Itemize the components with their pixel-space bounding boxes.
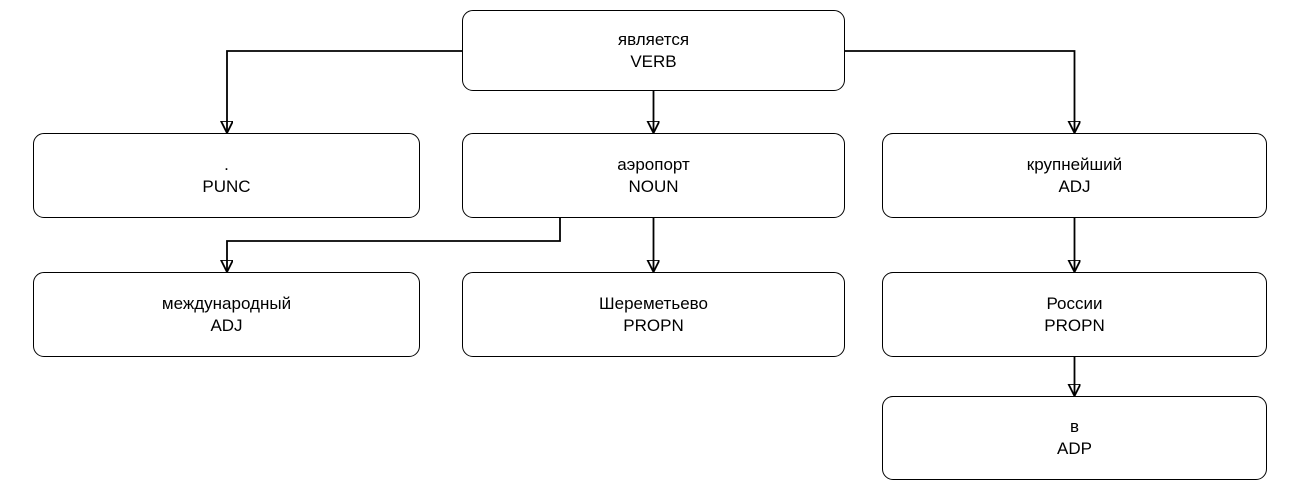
node-word: Шереметьево bbox=[599, 293, 708, 313]
node-word: . bbox=[224, 154, 229, 174]
node-pos-tag: ADJ bbox=[210, 315, 243, 335]
node-pos-tag: VERB bbox=[630, 51, 677, 71]
node-pos-tag: PROPN bbox=[1044, 315, 1105, 335]
node-propn-rossii: России PROPN bbox=[882, 272, 1267, 357]
node-pos-tag: ADJ bbox=[1058, 176, 1091, 196]
edge-verb-to-punc bbox=[227, 50, 462, 131]
node-verb-yavlyaetsya: является VERB bbox=[462, 10, 845, 91]
node-pos-tag: PROPN bbox=[623, 315, 684, 335]
node-pos-tag: ADP bbox=[1057, 439, 1092, 458]
edge-verb-to-adj bbox=[845, 50, 1075, 131]
node-adj-mezhdunarodny: международный ADJ bbox=[33, 272, 420, 357]
node-punc-period: . PUNC bbox=[33, 133, 420, 218]
node-pos-tag: PUNC bbox=[202, 176, 251, 196]
node-pos-tag: NOUN bbox=[628, 176, 679, 196]
node-word: крупнейший bbox=[1026, 154, 1123, 174]
node-word: международный bbox=[161, 293, 292, 313]
edge-noun-to-adj bbox=[227, 218, 561, 270]
node-word: России bbox=[1046, 293, 1103, 313]
node-word: является bbox=[617, 29, 690, 49]
node-adp-v: в ADP bbox=[882, 396, 1267, 480]
node-word: в bbox=[1069, 417, 1080, 436]
node-word: аэропорт bbox=[617, 154, 690, 174]
node-propn-sheremetyevo: Шереметьево PROPN bbox=[462, 272, 845, 357]
node-noun-aeroport: аэропорт NOUN bbox=[462, 133, 845, 218]
node-adj-krupneyshiy: крупнейший ADJ bbox=[882, 133, 1267, 218]
